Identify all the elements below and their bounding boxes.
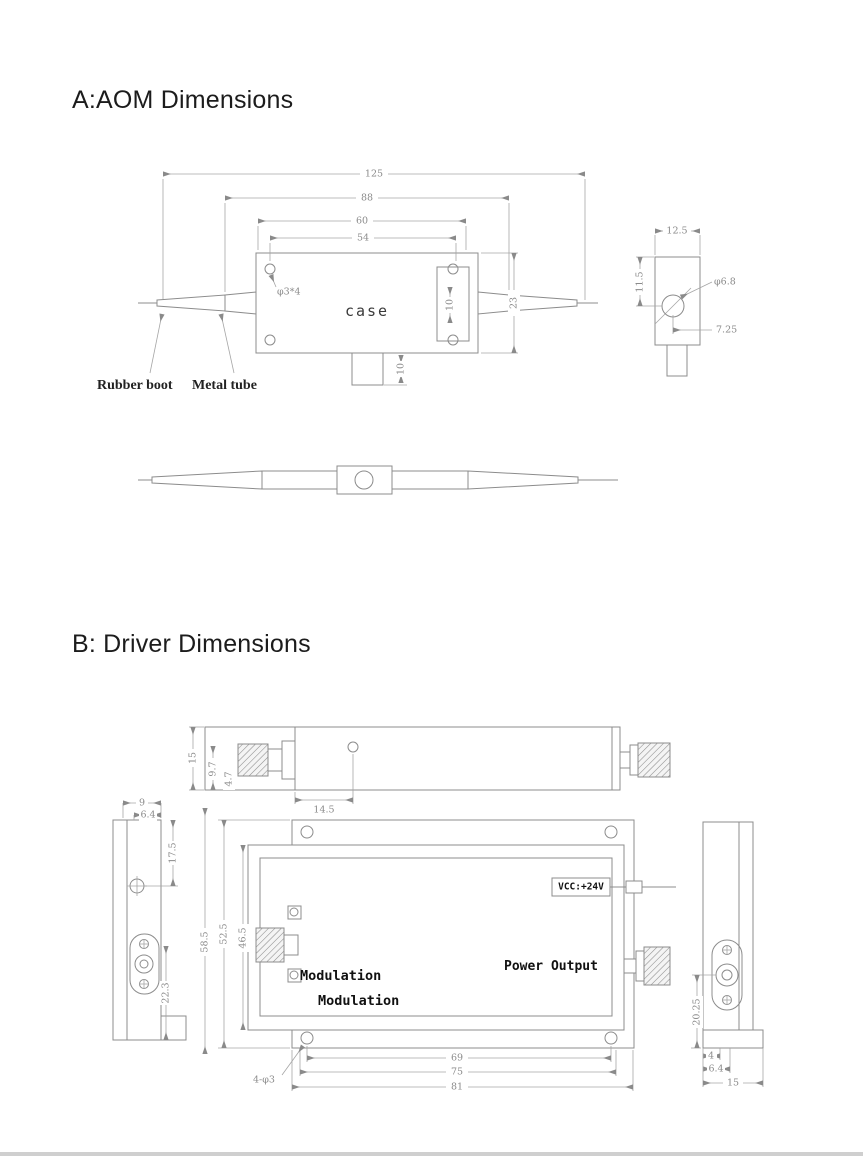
right-foot: [702, 1029, 764, 1049]
side-tab: [666, 344, 688, 377]
dim-w2: 6.4: [708, 1064, 723, 1075]
dim-height-flange: 52.5: [219, 923, 230, 944]
page-bottom-edge: [0, 1152, 863, 1156]
modulation-connector: [255, 927, 285, 963]
section-b-title: B: Driver Dimensions: [72, 630, 311, 658]
rubber-boot-right: [467, 470, 579, 490]
right-plate: [702, 821, 754, 1049]
metal-tube-left: [224, 291, 257, 315]
dim-width-mid: 75: [451, 1067, 463, 1078]
power-plug: [625, 880, 643, 894]
metal-tube-label: Metal tube: [192, 378, 257, 393]
mount-hole: [604, 825, 618, 839]
rubber-boot-label: Rubber boot: [97, 378, 173, 393]
dim-conn-pos: 20.25: [692, 998, 703, 1025]
driver-left-side-view: 9 6.4 17.5 22.3: [112, 797, 187, 1041]
dim-hole-pos: 17.5: [168, 842, 179, 863]
dim-conn-height: 9.7: [208, 761, 219, 776]
section-a-title: A:AOM Dimensions: [72, 86, 294, 114]
holes-callout: 4-φ3: [253, 1075, 275, 1086]
vcc-label: VCC:+24V: [558, 882, 604, 893]
rf-connector-left: [237, 743, 269, 777]
modulation-label-2: Modulation: [318, 993, 399, 1009]
metal-tube-right: [477, 291, 510, 315]
left-foot: [160, 1015, 187, 1041]
dim-tube-span: 88: [361, 193, 373, 204]
connector-side: [129, 933, 160, 995]
aom-bottom-view: [138, 465, 618, 495]
driver-front-view: VCC:+24V Modulation Modulation Power Out…: [199, 808, 676, 1093]
dim-side-width: 12.5: [666, 226, 687, 237]
mount-hole: [447, 334, 459, 346]
dim-tab-height: 10: [396, 363, 407, 375]
aom-top-view: 125 88 60 54 23 10: [97, 168, 598, 393]
mount-hole: [447, 263, 459, 275]
side-hole-callout: φ6.8: [714, 277, 736, 288]
dim-w1: 4: [708, 1051, 714, 1062]
center-block: [336, 465, 393, 495]
rf-connector-right: [637, 742, 671, 778]
mount-hole: [264, 334, 276, 346]
bottom-tab: [351, 352, 384, 386]
dim-height-body: 46.5: [238, 927, 249, 948]
dim-side-height: 11.5: [635, 271, 646, 292]
rubber-boot-left: [151, 470, 263, 490]
driver-right-side-view: 20.25 4 6.4 15: [691, 821, 764, 1089]
dim-conn-offset: 14.5: [313, 805, 334, 816]
hole-callout: φ3*4: [277, 287, 301, 298]
dim-hole-spacing: 54: [357, 233, 369, 244]
case-label: case: [345, 302, 389, 320]
inner-block: [436, 266, 470, 342]
power-output-label: Power Output: [504, 959, 598, 974]
dim-top-height: 15: [188, 752, 199, 764]
driver-body: [247, 844, 625, 1031]
dim-overall-length: 125: [365, 169, 383, 180]
dim-inner-block: 10: [445, 299, 456, 311]
dim-width-holes: 69: [451, 1053, 463, 1064]
mount-hole: [300, 825, 314, 839]
connector-barrel: [134, 954, 154, 974]
mount-hole: [604, 1031, 618, 1045]
center-hole: [354, 470, 374, 490]
rubber-boot-left: [156, 294, 226, 312]
dim-case-height: 23: [509, 297, 520, 309]
dim-plate-width: 9: [139, 798, 145, 809]
dim-edge-offset: 4.7: [224, 771, 235, 786]
dim-height-outer: 58.5: [200, 931, 211, 952]
dim-inner-width: 6.4: [140, 810, 155, 821]
aom-side-view: 12.5 11.5 φ6.8 7.25: [634, 225, 737, 377]
driver-top-view: 15 9.7 4.7 14.5: [187, 726, 671, 816]
dim-conn-pos: 22.3: [161, 982, 172, 1003]
dim-width-outer: 81: [451, 1082, 463, 1093]
dim-w3: 15: [727, 1078, 739, 1089]
mount-hole: [300, 1031, 314, 1045]
power-output-connector: [643, 946, 671, 986]
left-plate: [112, 819, 162, 1041]
dim-case-width: 60: [356, 216, 368, 227]
dim-side-offset: 7.25: [716, 325, 737, 336]
top-hole: [347, 741, 359, 753]
modulation-label-1: Modulation: [300, 968, 381, 984]
